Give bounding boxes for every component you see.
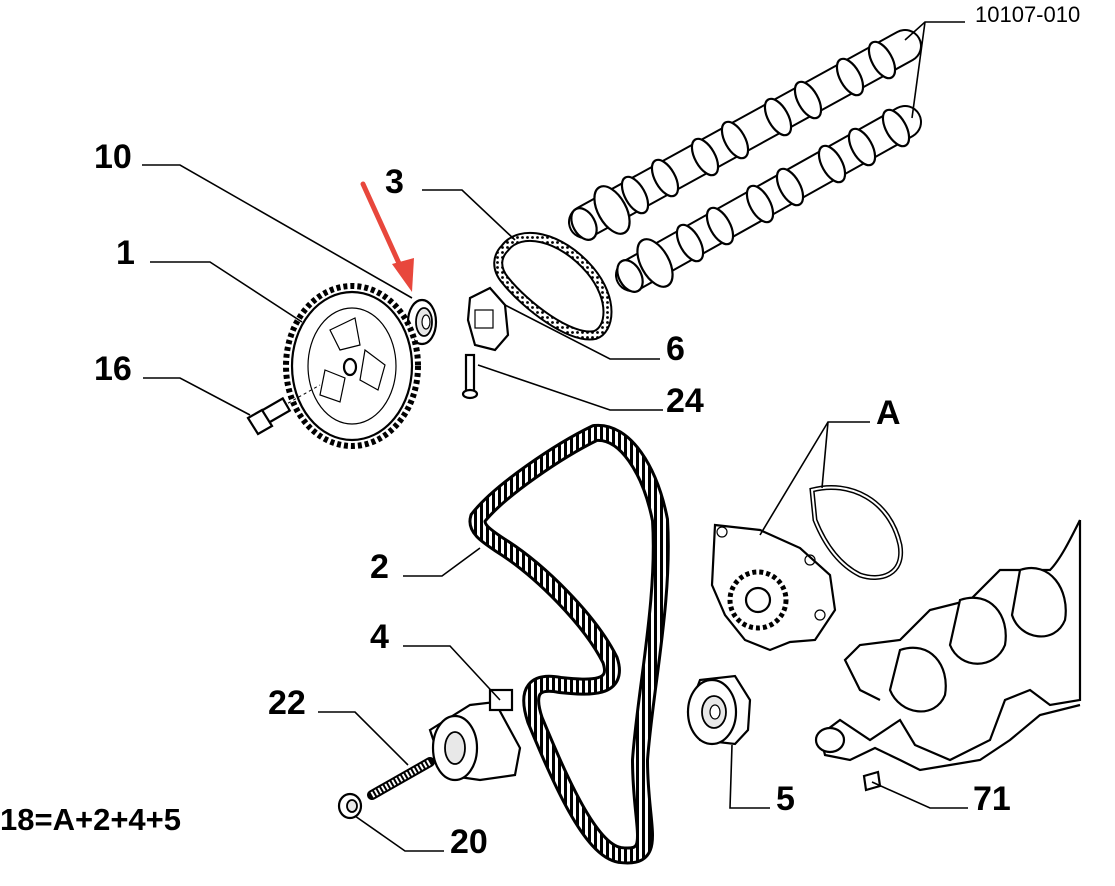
callout-A: A (876, 394, 901, 432)
leader-71 (871, 781, 968, 809)
tensioner-stud (367, 757, 435, 800)
water-pump-gasket (809, 484, 904, 580)
crankshaft-key (862, 770, 882, 792)
upper-camshaft (568, 29, 922, 241)
crankshaft (814, 519, 1082, 772)
callout-1: 1 (116, 234, 135, 272)
callout-10: 10 (94, 138, 132, 176)
pulley-bolt (246, 384, 321, 436)
timing-belt (468, 423, 670, 865)
tensioner-bolt (461, 353, 479, 400)
leader-3 (422, 189, 516, 241)
callout-16: 16 (94, 350, 132, 388)
belt-tensioner (428, 688, 522, 782)
callout-24: 24 (666, 382, 704, 420)
leader-1 (150, 261, 303, 323)
callout-5: 5 (776, 780, 795, 818)
leader-24 (477, 364, 663, 411)
callout-6: 6 (666, 330, 685, 368)
callout-2: 2 (370, 548, 389, 586)
water-pump (710, 523, 837, 652)
leader-10 (142, 164, 413, 299)
leader-2 (403, 547, 481, 577)
camshaft-pulley (283, 283, 421, 449)
leader-16 (143, 377, 251, 416)
kit-formula: 18=A+2+4+5 (0, 802, 181, 837)
leader-6 (504, 304, 660, 360)
tensioner-nut (337, 792, 363, 820)
callout-3: 3 (385, 163, 404, 201)
camshafts (568, 21, 965, 293)
timing-chain (493, 231, 613, 341)
lower-camshaft (615, 105, 922, 293)
chain-tensioner (466, 286, 510, 352)
highlight-arrow (360, 181, 414, 292)
callout-4: 4 (370, 618, 389, 656)
callout-22: 22 (268, 684, 306, 722)
callout-20: 20 (450, 823, 488, 861)
seal-ring (406, 298, 438, 346)
leader-4 (403, 645, 501, 701)
leader-A-gasket (821, 421, 829, 489)
idler-pulley (686, 674, 752, 746)
leader-22 (318, 711, 409, 766)
leader-5 (729, 744, 770, 809)
reference-code: 10107-010 (975, 2, 1080, 27)
leader-20 (354, 815, 444, 852)
callout-71: 71 (973, 780, 1011, 818)
